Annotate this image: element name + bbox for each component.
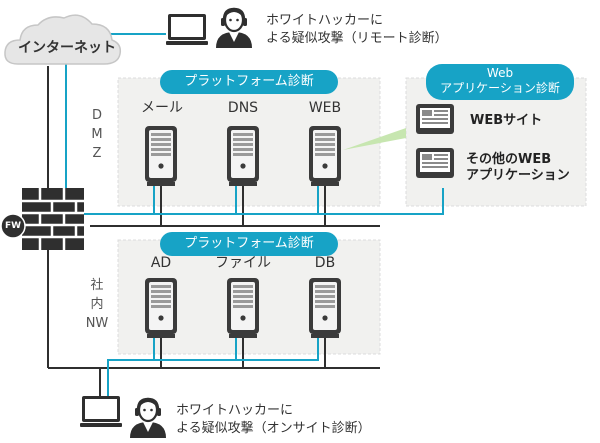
server-label-mail: メール	[141, 100, 183, 116]
platform-diag-badge-dmz: プラットフォーム診断	[160, 70, 338, 94]
onsite-hacker-caption: ホワイトハッカーに よる疑似攻撃（オンサイト診断）	[176, 403, 371, 436]
server-mail-icon	[145, 126, 177, 186]
callout-pointer	[343, 128, 406, 150]
other-web-app-label: その他のWEB アプリケーション	[466, 152, 570, 183]
network-lines	[47, 66, 380, 396]
dmz-zone-label: D M Z	[91, 108, 103, 161]
server-label-ad: AD	[150, 255, 172, 271]
cloud-label: インターネット	[18, 40, 116, 56]
server-web-icon	[309, 126, 341, 186]
web-app-diag-line1: Web	[486, 66, 514, 80]
laptop-remote-icon	[166, 14, 208, 45]
hacker-onsite-icon	[128, 397, 168, 440]
monitor-webapp-icon	[416, 148, 454, 178]
server-label-web: WEB	[308, 100, 342, 116]
platform-diag-badge-internal: プラットフォーム診断	[160, 232, 338, 256]
monitor-website-icon	[416, 104, 454, 134]
remote-hacker-caption: ホワイトハッカーに よる疑似攻撃（リモート診断）	[266, 13, 448, 46]
server-label-dns: DNS	[227, 100, 259, 116]
server-label-file: ファイル	[215, 255, 271, 271]
web-site-label: WEBサイト	[470, 113, 543, 128]
server-dns-icon	[227, 126, 259, 186]
web-app-diag-line2: アプリケーション診断	[440, 81, 560, 95]
cloud-icon	[4, 14, 122, 65]
server-label-db: DB	[314, 255, 336, 271]
hacker-remote-icon	[214, 7, 254, 50]
fw-label: FW	[4, 221, 22, 231]
server-db-icon	[309, 278, 341, 338]
laptop-onsite-icon	[80, 396, 122, 427]
firewall-icon	[0, 188, 84, 250]
web-app-diag-badge: Web アプリケーション診断	[426, 64, 574, 100]
server-ad-icon	[145, 278, 177, 338]
server-file-icon	[227, 278, 259, 338]
internal-zone-label: 社 内 NW	[85, 278, 109, 331]
